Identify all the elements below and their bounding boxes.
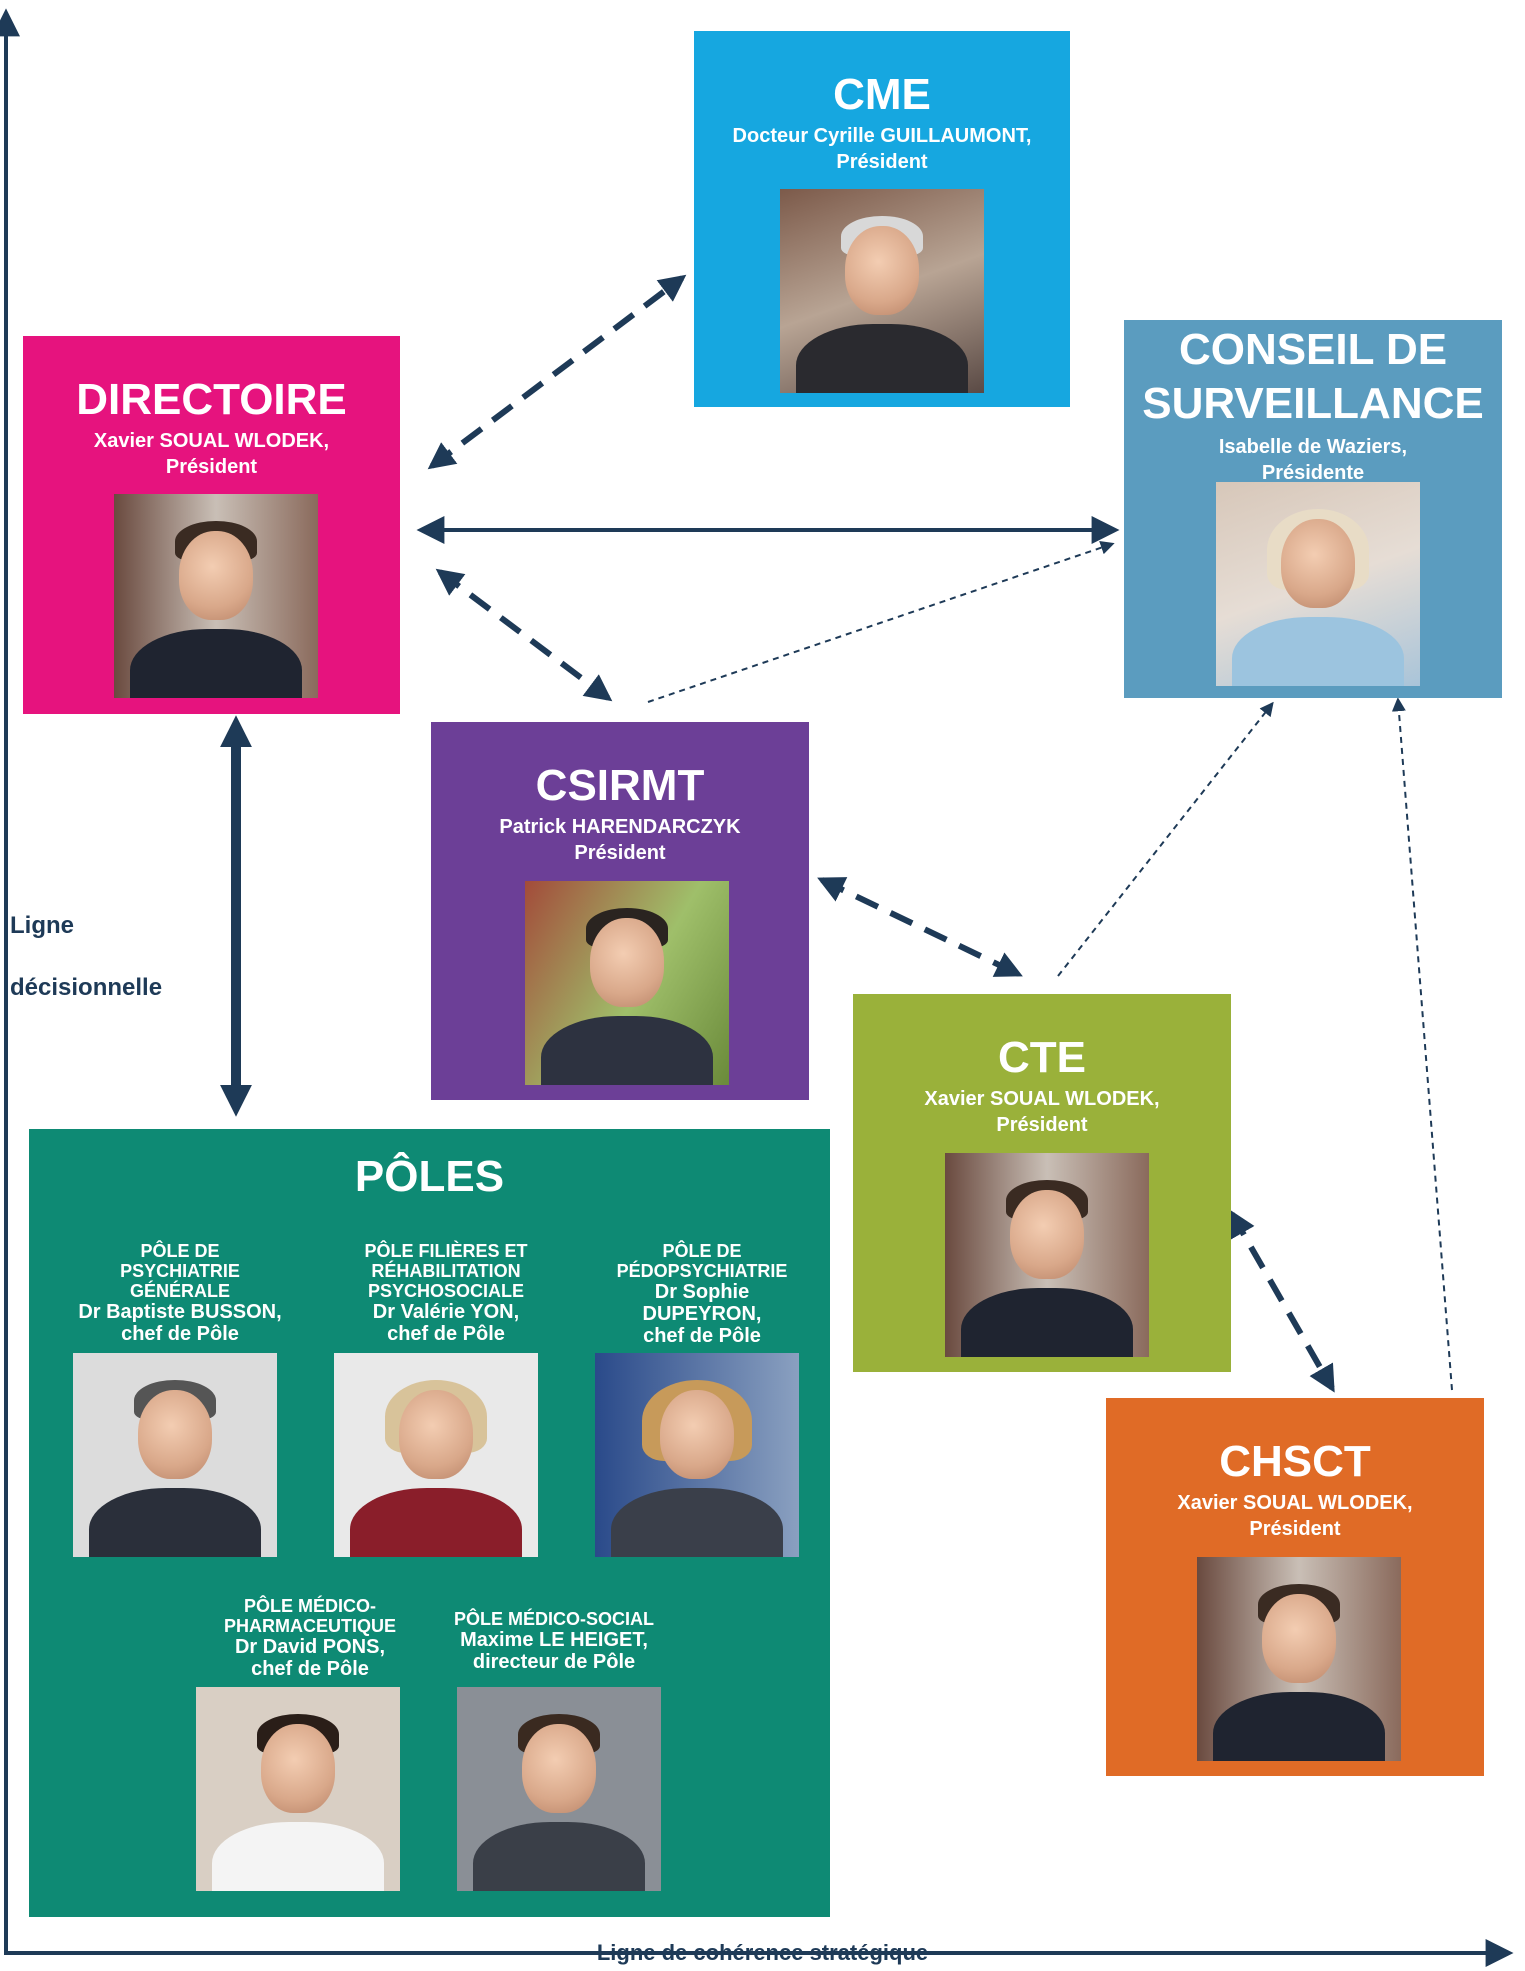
arrow-directoire-cme xyxy=(427,274,687,470)
csirmt-person: Patrick HARENDARCZYK xyxy=(499,816,741,838)
chsct-box[interactable]: CHSCT Xavier SOUAL WLODEK, Président xyxy=(1106,1398,1484,1776)
cte-box[interactable]: CTE Xavier SOUAL WLODEK, Président xyxy=(853,994,1231,1372)
pole-medico-pharmaceutique-label: PÔLE MÉDICO- PHARMACEUTIQUE Dr David PON… xyxy=(223,1596,396,1680)
conseil-portrait xyxy=(1216,482,1420,686)
dotted-chsct-conseil xyxy=(1391,697,1453,1391)
directoire-title: DIRECTOIRE xyxy=(76,375,347,424)
cme-role: Président xyxy=(836,151,928,173)
vertical-axis-label-line1: Ligne xyxy=(10,912,74,939)
directoire-person: Xavier SOUAL WLODEK, xyxy=(93,430,330,452)
csirmt-role: Président xyxy=(574,842,666,864)
arrow-directoire-csirmt xyxy=(435,568,613,702)
cme-portrait xyxy=(780,189,984,393)
dotted-cte-conseil xyxy=(1057,701,1274,977)
cme-person: Docteur Cyrille GUILLAUMONT, xyxy=(732,125,1032,147)
csirmt-title: CSIRMT xyxy=(535,761,705,810)
pole-pedopsychiatrie-label: PÔLE DE PÉDOPSYCHIATRIE Dr Sophie DUPEYR… xyxy=(616,1241,788,1347)
chsct-title: CHSCT xyxy=(1219,1437,1371,1486)
pole-medico-social-portrait xyxy=(457,1687,661,1891)
pole-medico-social-label: PÔLE MÉDICO-SOCIAL Maxime LE HEIGET, dir… xyxy=(453,1609,654,1673)
directoire-box[interactable]: DIRECTOIRE Xavier SOUAL WLODEK, Présiden… xyxy=(23,336,400,714)
csirmt-box[interactable]: CSIRMT Patrick HARENDARCZYK Président xyxy=(431,722,809,1100)
vertical-axis-label-line2: décisionnelle xyxy=(10,974,163,1001)
chsct-person: Xavier SOUAL WLODEK, xyxy=(1177,1492,1413,1514)
pole-medico-pharmaceutique-portrait xyxy=(196,1687,400,1891)
csirmt-portrait xyxy=(525,881,729,1085)
arrow-cte-chsct xyxy=(1229,1209,1335,1393)
conseil-title-1: CONSEIL DE xyxy=(1178,325,1448,374)
chsct-role: Président xyxy=(1249,1518,1341,1540)
conseil-role: Présidente xyxy=(1261,462,1365,484)
poles-box[interactable]: PÔLES PÔLE DE PSYCHIATRIE GÉNÉRALE Dr Ba… xyxy=(29,1129,830,1917)
cte-person: Xavier SOUAL WLODEK, xyxy=(924,1088,1160,1110)
pole-filieres-label: PÔLE FILIÈRES ET RÉHABILITATION PSYCHOSO… xyxy=(364,1241,528,1345)
conseil-box[interactable]: CONSEIL DE SURVEILLANCE Isabelle de Wazi… xyxy=(1124,320,1502,698)
horizontal-axis-label: Ligne de cohérence stratégique xyxy=(596,1940,929,1965)
cte-portrait xyxy=(945,1153,1149,1357)
dotted-csirmt-conseil xyxy=(647,540,1115,703)
cte-title: CTE xyxy=(998,1033,1086,1082)
chsct-portrait xyxy=(1197,1557,1401,1761)
directoire-portrait xyxy=(114,494,318,698)
pole-psychiatrie-generale-label: PÔLE DE PSYCHIATRIE GÉNÉRALE Dr Baptiste… xyxy=(78,1241,282,1345)
cte-role: Président xyxy=(996,1114,1088,1136)
cme-title: CME xyxy=(833,70,931,119)
cme-box[interactable]: CME Docteur Cyrille GUILLAUMONT, Préside… xyxy=(694,31,1070,407)
pole-pedopsychiatrie-portrait xyxy=(595,1353,799,1557)
conseil-title-2: SURVEILLANCE xyxy=(1142,379,1484,428)
directoire-role: Président xyxy=(165,456,258,478)
conseil-person: Isabelle de Waziers, xyxy=(1218,436,1408,458)
poles-title: PÔLES xyxy=(354,1152,505,1201)
arrow-csirmt-cte xyxy=(817,877,1023,977)
pole-psychiatrie-generale-portrait xyxy=(73,1353,277,1557)
pole-filieres-portrait xyxy=(334,1353,538,1557)
